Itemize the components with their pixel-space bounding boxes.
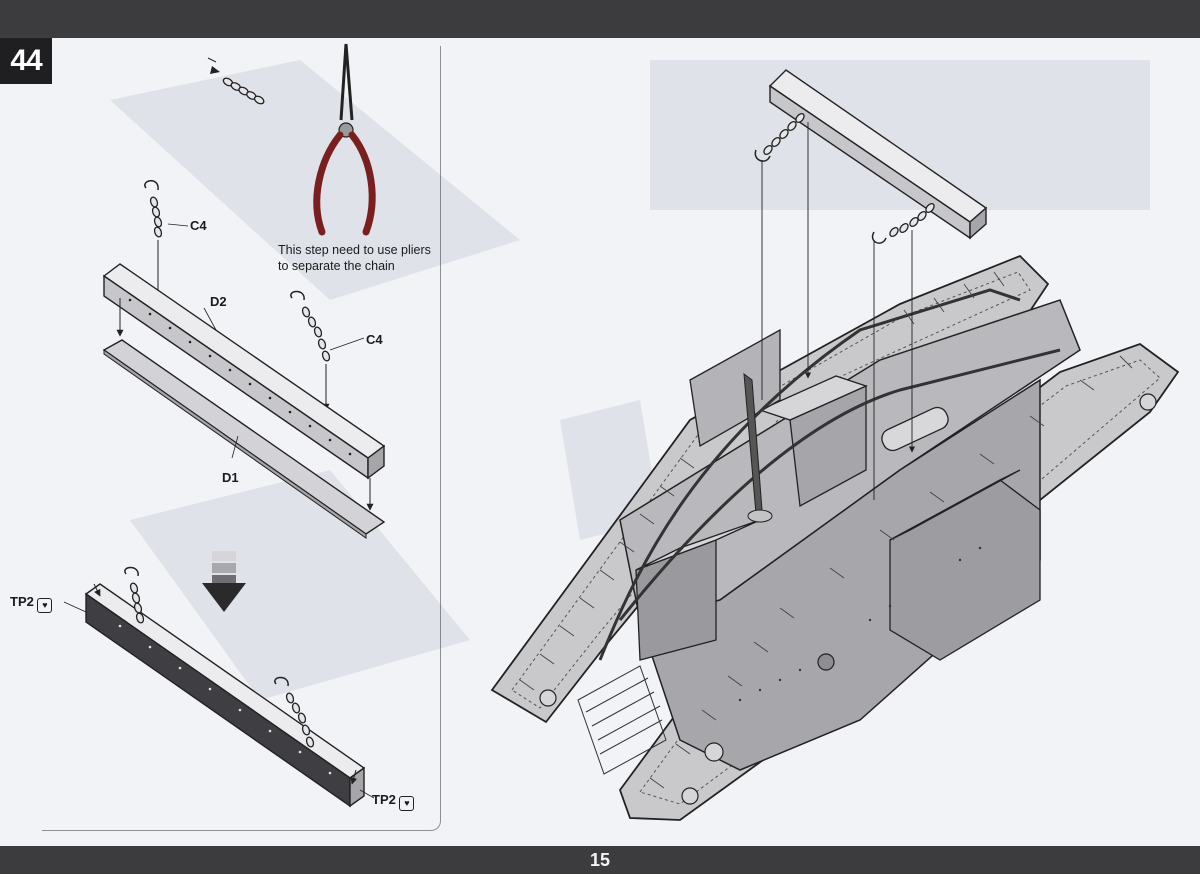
chain-c4-right <box>290 290 365 411</box>
pliers-instruction-line1: This step need to use pliers <box>278 243 431 257</box>
pliers-icon <box>313 43 376 236</box>
tp2-right-text: TP2 <box>372 792 396 807</box>
cut-chain-detail <box>207 57 266 106</box>
step-number-badge: 44 <box>0 38 52 84</box>
page-number: 15 <box>589 850 611 870</box>
chain-c4-upper <box>144 180 189 299</box>
part-d2-beam <box>102 263 386 511</box>
tp-part-marker-icon: ♥ <box>37 598 53 613</box>
bottom-band <box>0 846 1200 874</box>
label-tp2-left: TP2 ♥ <box>10 594 53 613</box>
assembled-beam <box>63 566 375 808</box>
top-band <box>0 0 1200 38</box>
tp-part-marker-icon: ♥ <box>399 796 415 811</box>
label-d1: D1 <box>222 470 239 485</box>
tank-illustration <box>490 254 1180 821</box>
label-c4-right: C4 <box>366 332 383 347</box>
down-arrow-icon <box>202 551 246 612</box>
tp2-left-text: TP2 <box>10 594 34 609</box>
unditching-beam <box>754 69 988 500</box>
label-c4-upper: C4 <box>190 218 207 233</box>
part-d1-plate <box>102 339 386 539</box>
label-tp2-right: TP2 ♥ <box>372 792 415 811</box>
pliers-instruction: This step need to use pliers to separate… <box>278 242 431 274</box>
pliers-instruction-line2: to separate the chain <box>278 259 395 273</box>
label-d2: D2 <box>210 294 227 309</box>
step-frame <box>42 46 441 831</box>
